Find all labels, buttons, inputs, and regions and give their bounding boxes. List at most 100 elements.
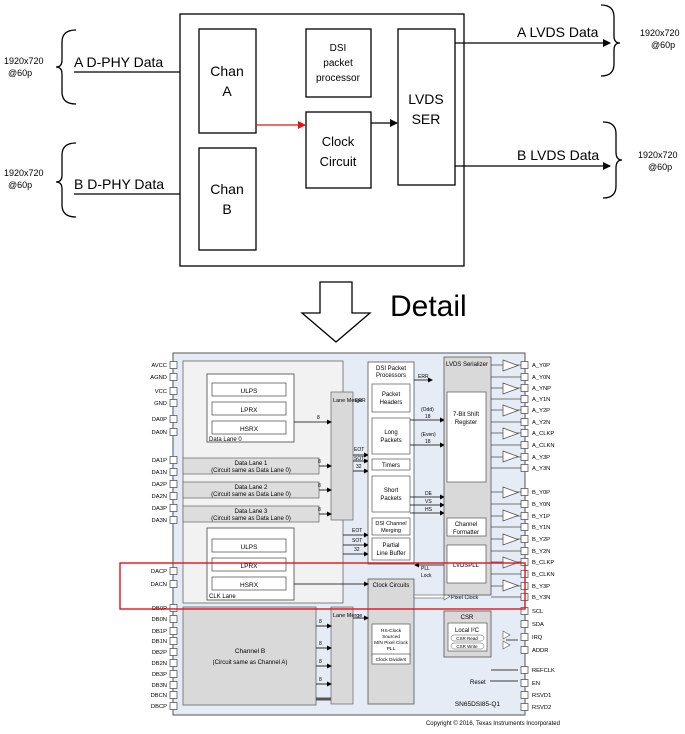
lvds-driver-icon xyxy=(502,509,520,522)
left-pin-db1p: DB1P xyxy=(152,627,178,635)
local-i2c-label: Local I²C xyxy=(455,628,480,634)
channel-formatter-label-1: Channel xyxy=(455,522,477,528)
left-pin-da0n: DA0N xyxy=(152,428,178,436)
dsi-merging-label-1: DSI Channel xyxy=(375,521,406,527)
svg-text:DB1P: DB1P xyxy=(152,629,167,635)
lane3-label-1: Data Lane 3 xyxy=(235,509,268,515)
clock-dividers-label: Clock Dividers xyxy=(376,657,407,663)
svg-text:A_Y3P: A_Y3P xyxy=(532,455,550,461)
packet-headers-label-1: Packet xyxy=(382,392,401,398)
lvds-driver-icon xyxy=(502,450,520,463)
left-pin-dbcp: DBCP xyxy=(151,702,178,710)
dsi-label-1: DSI xyxy=(330,43,347,54)
svg-text:DBCN: DBCN xyxy=(151,693,167,699)
chan-b-label-2: B xyxy=(222,201,231,217)
hs-clock-label-2: Sourced xyxy=(382,634,400,640)
de-label: DE xyxy=(425,491,433,497)
svg-text:DA0P: DA0P xyxy=(152,417,167,423)
svg-text:DB3P: DB3P xyxy=(152,672,167,678)
channel-b-label-1: Channel B xyxy=(235,648,265,655)
svg-text:DA0N: DA0N xyxy=(152,430,167,436)
lane0-ulps-label: ULPS xyxy=(241,388,259,395)
svg-text:DA1P: DA1P xyxy=(152,458,167,464)
output-b-res: 1920x720 xyxy=(638,150,678,160)
left-pin-avcc: AVCC xyxy=(151,361,178,369)
lvds-driver-icon xyxy=(502,382,520,395)
svg-text:A_Y1N: A_Y1N xyxy=(532,397,550,403)
svg-text:DB2P: DB2P xyxy=(152,650,167,656)
dsi-err-label: ERR xyxy=(418,374,429,380)
clk-ulps-label: ULPS xyxy=(241,544,259,551)
short-packets-label-1: Short xyxy=(384,488,399,494)
svg-text:A_Y0P: A_Y0P xyxy=(532,363,550,369)
down-arrow xyxy=(300,281,372,343)
svg-text:B_Y2P: B_Y2P xyxy=(532,537,550,543)
clk-ulps xyxy=(211,538,287,553)
sot-b: SOT xyxy=(352,538,362,544)
short-packets xyxy=(371,475,411,513)
clock-label-1: Clock xyxy=(322,134,355,149)
right-pins: A_Y0PA_Y0NA_YNPA_Y1NA_Y2PA_Y2NA_CLKPA_CL… xyxy=(491,359,555,711)
dsi-title-2: Processors xyxy=(376,373,406,379)
eot-a: EOT xyxy=(354,447,364,453)
lvdspll-label: LVDSPLL xyxy=(453,563,480,569)
input-b-rate: @60p xyxy=(8,180,32,190)
bus8-0: 8 xyxy=(317,415,320,421)
output-b-rate: @60p xyxy=(648,162,672,172)
svg-text:A_CLKP: A_CLKP xyxy=(532,431,554,437)
svg-text:RSVD1: RSVD1 xyxy=(532,693,551,699)
svg-text:B_CLKN: B_CLKN xyxy=(532,572,555,578)
bus8-b3: 8 xyxy=(319,677,322,683)
long-packets-label-2: Packets xyxy=(380,438,401,444)
lane0-label: Data Lane 0 xyxy=(209,437,242,443)
right-pin-a_y3n: A_Y3N xyxy=(491,464,550,472)
svg-text:DBCP: DBCP xyxy=(151,704,167,710)
lane0-ulps xyxy=(211,382,287,397)
short-packets-label-2: Packets xyxy=(380,496,401,502)
dsi-label-2: packet xyxy=(323,58,353,69)
pll-lock-label-2: Lock xyxy=(421,573,432,579)
even-label: (Even) xyxy=(421,432,436,438)
left-pin-vcc: VCC xyxy=(155,387,178,395)
lvdspll xyxy=(446,544,487,584)
partial-label-2: Line Buffer xyxy=(377,551,406,557)
lvds-driver-icon xyxy=(502,579,520,592)
top-block-diagram: 1920x720 @60p A D-PHY Data 1920x720 @60p… xyxy=(4,4,680,267)
bus8-1: 8 xyxy=(318,459,321,465)
left-pin-da1p: DA1P xyxy=(152,456,178,464)
right-pin-sda: SDA xyxy=(520,620,544,628)
left-pin-dbcn: DBCN xyxy=(151,691,178,699)
partial-line-buffer xyxy=(371,537,411,561)
left-pin-dacn: DACN xyxy=(151,580,178,588)
left-pin-db3p: DB3P xyxy=(152,670,178,678)
left-pin-db2n: DB2N xyxy=(152,659,178,667)
vs-label: VS xyxy=(425,499,432,505)
reset-label: Reset xyxy=(470,680,486,686)
left-pin-da2n: DA2N xyxy=(152,492,178,500)
input-a-res: 1920x720 xyxy=(4,56,44,66)
hs-clock-label-1: HS-Clock xyxy=(381,628,402,634)
clock-label-2: Circuit xyxy=(320,154,357,169)
bus8-b2: 8 xyxy=(319,659,322,665)
svg-text:B_Y2N: B_Y2N xyxy=(532,549,550,555)
lane1-label-2: (Circuit same as Data Lane 0) xyxy=(211,468,291,474)
left-pin-da1n: DA1N xyxy=(152,468,178,476)
detail-label: Detail xyxy=(390,290,467,323)
lane-merge-a xyxy=(330,391,354,521)
right-pin-a_clkn: A_CLKN xyxy=(491,441,555,449)
lane0-hsrx-label: HSRX xyxy=(240,426,259,433)
right-pin-refclk: REFCLK xyxy=(520,666,555,674)
left-pin-db1n: DB1N xyxy=(152,637,178,645)
right-pin-a_y2n: A_Y2N xyxy=(491,418,550,426)
output-a-res: 1920x720 xyxy=(640,28,680,38)
partial-label-1: Partial xyxy=(382,543,399,549)
input-a-brace xyxy=(55,29,77,105)
lane1-label-1: Data Lane 1 xyxy=(235,461,268,467)
svg-text:B_Y0P: B_Y0P xyxy=(532,490,550,496)
output-a-brace xyxy=(600,4,621,77)
lane-merge-a-label: Lane Merge xyxy=(333,398,362,404)
right-pin-addr: ADDR xyxy=(520,646,548,654)
hs-clock-pll xyxy=(371,623,411,657)
lvds-driver-icon xyxy=(502,533,520,546)
